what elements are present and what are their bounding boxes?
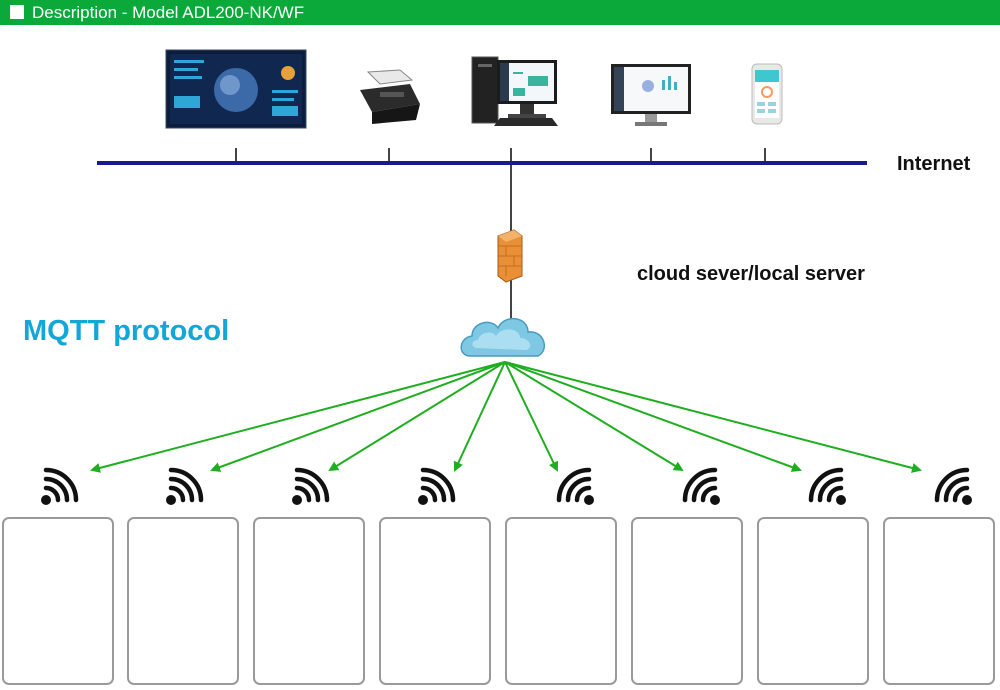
wifi-signal-right-icon [292,467,330,505]
arrow-to-meter-6 [504,361,684,472]
printer-icon [360,69,420,124]
header-bar: Description - Model ADL200-NK/WF [0,0,1000,25]
wifi-signal-right-icon [418,467,456,505]
mqtt-protocol-label: MQTT protocol [23,315,230,347]
internet-label: Internet [897,153,971,175]
cloud-icon [460,318,546,357]
meter-frame-5 [505,517,617,685]
device-drop-lines [235,148,766,161]
large-screen-dashboard-icon [165,49,307,129]
arrow-to-meter-7 [504,361,802,472]
meter-frame-3 [253,517,365,685]
arrow-to-meter-8 [504,361,922,473]
meter-frame-1 [2,517,114,685]
arrow-to-meter-1 [90,361,506,473]
internet-bus-line [97,161,867,165]
arrow-to-meter-5 [504,361,559,472]
arrow-to-meter-4 [453,361,506,472]
wifi-signal-left-icon [682,467,720,505]
meter-frame-2 [127,517,239,685]
meter-frame-4 [379,517,491,685]
mqtt-arrows [90,361,922,473]
monitor-icon [611,64,691,126]
meter-frame-8 [883,517,995,685]
wifi-signal-left-icon [556,467,594,505]
firewall-icon [497,229,523,283]
arrow-to-meter-2 [210,361,506,472]
square-bullet-icon [10,5,24,19]
wifi-signal-left-icon [808,467,846,505]
cloud-server-label: cloud sever/local server [637,263,865,285]
smartphone-icon [751,63,783,125]
wifi-signal-left-icon [934,467,972,505]
header-title: Description - Model ADL200-NK/WF [32,3,305,22]
meter-frame-6 [631,517,743,685]
desktop-computer-icon [471,56,558,126]
meter-frame-7 [757,517,869,685]
wifi-signal-right-icon [166,467,204,505]
arrow-to-meter-3 [328,361,506,472]
wifi-signal-right-icon [41,467,79,505]
